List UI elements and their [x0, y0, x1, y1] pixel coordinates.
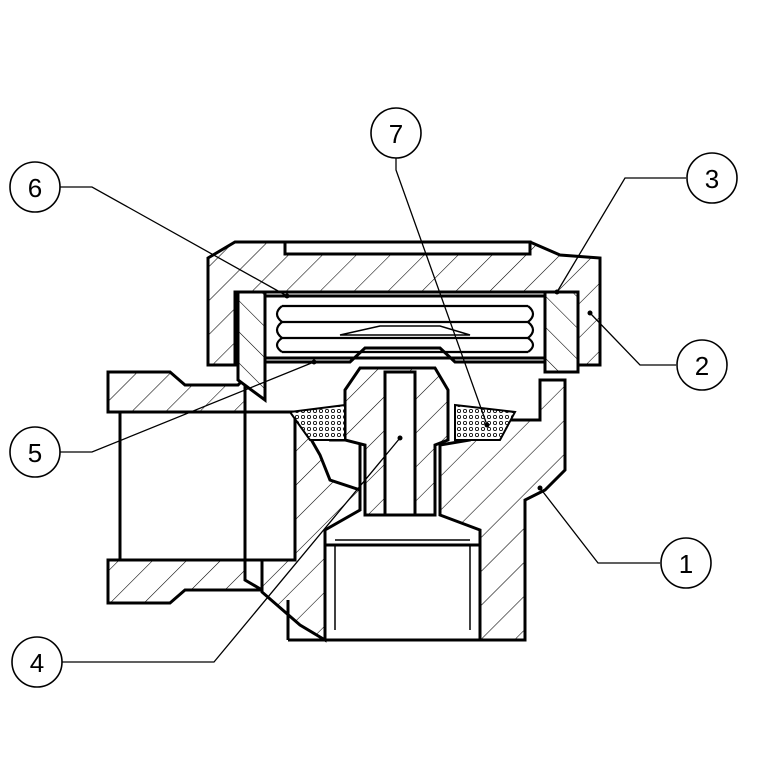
- leader-2: [589, 312, 676, 366]
- leader-1-dot: [537, 485, 543, 491]
- leader-4: [62, 437, 401, 663]
- leader-7-dot: [484, 422, 490, 428]
- callout-7-label: 7: [389, 119, 403, 149]
- callout-3-label: 3: [705, 164, 719, 194]
- callout-3: 3: [686, 152, 738, 204]
- callout-4-label: 4: [30, 648, 44, 678]
- leader-2-dot: [587, 310, 593, 316]
- leader-7: [395, 158, 488, 426]
- callout-5: 5: [9, 426, 61, 478]
- callout-5-label: 5: [28, 438, 42, 468]
- callout-1: 1: [660, 537, 712, 589]
- callout-4: 4: [11, 636, 63, 688]
- leader-3: [556, 177, 686, 293]
- leader-5-dot: [311, 359, 317, 365]
- callout-6-label: 6: [28, 173, 42, 203]
- leader-6: [60, 186, 288, 297]
- filter-elements: [288, 403, 517, 441]
- leader-3-dot: [554, 289, 560, 295]
- callout-2: 2: [676, 339, 728, 391]
- callout-7: 7: [370, 107, 422, 159]
- callout-1-label: 1: [679, 549, 693, 579]
- diaphragm: [265, 325, 545, 364]
- leader-1: [539, 487, 660, 564]
- leader-6-dot: [284, 293, 290, 299]
- leader-lines: [60, 158, 686, 663]
- callout-2-label: 2: [695, 351, 709, 381]
- valve-body: [106, 370, 567, 643]
- leader-4-dot: [397, 435, 403, 441]
- spring: [275, 304, 535, 354]
- leader-5: [60, 361, 315, 453]
- callout-6: 6: [9, 161, 61, 213]
